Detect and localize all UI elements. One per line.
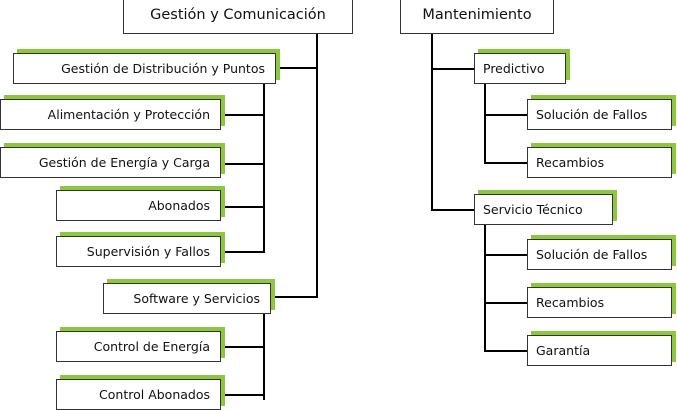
right-group2-child-3: Garantía: [527, 335, 672, 366]
right-group1-child-2: Recambios: [527, 147, 672, 178]
connector-line: [219, 346, 265, 348]
connector-line: [484, 114, 528, 116]
connector-line: [484, 84, 486, 163]
connector-line: [219, 394, 265, 396]
connector-line: [484, 302, 528, 304]
connector-line: [269, 296, 318, 298]
connector-line: [219, 163, 265, 165]
left-group1-child-2: Gestión de Energía y Carga: [0, 147, 221, 178]
connector-line: [484, 350, 528, 352]
connector-line: [484, 254, 528, 256]
right-tree-title: Mantenimiento: [400, 0, 554, 34]
left-group1-child-4: Supervisión y Fallos: [56, 236, 221, 267]
connector-line: [263, 314, 265, 400]
right-group1-node: Predictivo: [474, 53, 566, 84]
connector-line: [263, 84, 265, 252]
connector-line: [274, 67, 318, 69]
right-group2-node: Servicio Técnico: [474, 194, 613, 225]
left-group2-child-1: Control de Energía: [56, 331, 221, 362]
connector-line: [219, 251, 265, 253]
connector-line: [316, 34, 318, 297]
right-group2-child-2: Recambios: [527, 287, 672, 318]
right-group1-child-1: Solución de Fallos: [527, 99, 672, 130]
connector-line: [484, 225, 486, 351]
left-group1-child-1: Alimentación y Protección: [0, 99, 221, 130]
connector-line: [484, 162, 528, 164]
connector-line: [219, 114, 265, 116]
left-group2-child-2: Control Abonados: [56, 379, 221, 410]
right-group2-child-1: Solución de Fallos: [527, 239, 672, 270]
left-group1-child-3: Abonados: [56, 190, 221, 221]
left-group2-node: Software y Servicios: [103, 283, 271, 314]
connector-line: [219, 206, 265, 208]
left-group1-node: Gestión de Distribución y Puntos: [13, 53, 276, 84]
connector-line: [431, 68, 475, 70]
left-tree-title: Gestión y Comunicación: [123, 0, 353, 34]
connector-line: [431, 209, 475, 211]
connector-line: [431, 34, 433, 210]
